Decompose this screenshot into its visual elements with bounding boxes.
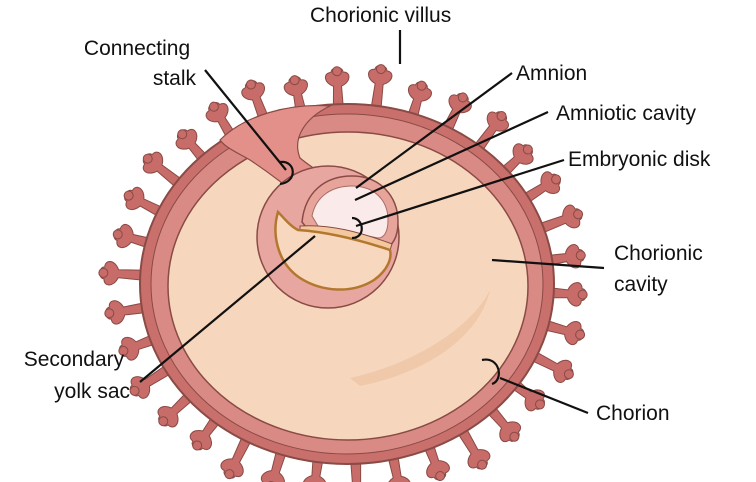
villus-tip	[224, 469, 235, 480]
villus-tip	[289, 75, 300, 86]
villus	[542, 319, 586, 346]
villus	[98, 261, 146, 286]
villus	[510, 379, 545, 412]
villus-tip	[142, 153, 153, 164]
villus-tip	[98, 267, 109, 278]
villus	[112, 223, 152, 249]
label-connecting-stalk-line2: stalk	[153, 67, 197, 90]
villus-tip	[509, 431, 520, 442]
leader-embryonic-disk	[355, 158, 565, 228]
villus-tip	[577, 289, 588, 300]
villus	[423, 442, 450, 482]
villus-tip	[522, 144, 533, 155]
label-chorionic-cavity-line1: Chorionic	[614, 242, 703, 265]
leader-chorionic-cavity	[491, 258, 605, 270]
villus-tip	[177, 129, 188, 140]
bracket-connecting-stalk	[279, 160, 294, 186]
villus	[537, 204, 584, 235]
villus-tip	[435, 471, 446, 482]
villus	[406, 80, 432, 120]
villus-tip	[496, 111, 507, 122]
villus-tip	[477, 459, 488, 470]
label-chorionic-villus: Chorionic villus	[310, 4, 451, 27]
villus-tip	[534, 399, 545, 410]
villus-tip	[118, 345, 129, 356]
label-secondary-yolk-sac: Secondary yolk sac	[24, 348, 130, 403]
villus	[157, 391, 195, 428]
villus-tip	[551, 174, 562, 185]
villus-tip	[416, 80, 427, 91]
chorionic-villi	[98, 64, 588, 482]
label-connecting-stalk-line1: Connecting	[84, 37, 190, 60]
villus	[142, 151, 184, 189]
label-embryonic-disk: Embryonic disk	[568, 148, 711, 171]
leader-amniotic-cavity	[354, 110, 549, 202]
villus-branch	[260, 448, 288, 482]
label-secondary-yolk-sac-line2: yolk sac	[54, 380, 130, 403]
label-chorion: Chorion	[596, 402, 670, 425]
villus-tip	[208, 101, 219, 112]
villus-tip	[112, 229, 123, 240]
villus-tip	[129, 385, 140, 396]
villus	[499, 143, 534, 177]
villus	[118, 333, 157, 361]
villus	[485, 404, 522, 443]
label-secondary-yolk-sac-line1: Secondary	[24, 348, 125, 371]
leader-amnion	[355, 72, 513, 189]
leader-secondary-yolk-sac	[139, 235, 316, 383]
villus	[104, 300, 148, 325]
villus	[302, 457, 327, 482]
villus	[283, 75, 308, 115]
bracket-chorion	[481, 358, 500, 386]
label-amniotic-cavity: Amniotic cavity	[556, 102, 697, 125]
bracket-embryonic-disk	[351, 216, 363, 240]
leader-connecting-stalk	[204, 69, 287, 171]
villus	[548, 282, 588, 307]
secondary-yolk-sac	[274, 209, 392, 291]
villus	[220, 434, 253, 480]
leader-chorion	[499, 376, 589, 415]
villus-tip	[123, 190, 134, 201]
villus-tip	[245, 79, 256, 90]
villus	[521, 171, 562, 205]
villus-tip	[457, 92, 468, 103]
villus-tip	[563, 369, 574, 380]
villus	[123, 186, 165, 218]
villus-tip	[575, 329, 586, 340]
villus	[241, 79, 271, 126]
label-chorionic-cavity: Chorionic cavity	[614, 242, 709, 296]
amniotic-cavity	[311, 185, 389, 239]
villus	[324, 66, 350, 109]
villus-tip	[192, 440, 203, 451]
label-connecting-stalk: Connecting stalk	[84, 37, 197, 90]
villus-branch	[302, 457, 327, 482]
villus	[189, 415, 222, 451]
cavity-shading	[350, 290, 490, 386]
villus	[529, 350, 574, 383]
villus-tip	[375, 64, 386, 75]
villus-tip	[575, 250, 586, 261]
villus	[129, 363, 173, 399]
villus-tip	[104, 308, 115, 319]
label-amnion: Amnion	[516, 62, 587, 85]
villus	[456, 426, 491, 470]
villus	[546, 244, 586, 269]
villus-tip	[158, 416, 169, 427]
villus-tip	[573, 209, 584, 220]
label-chorionic-cavity-line2: cavity	[614, 273, 668, 296]
villus	[368, 64, 393, 111]
villus-tip	[331, 66, 342, 77]
villus	[175, 128, 209, 164]
